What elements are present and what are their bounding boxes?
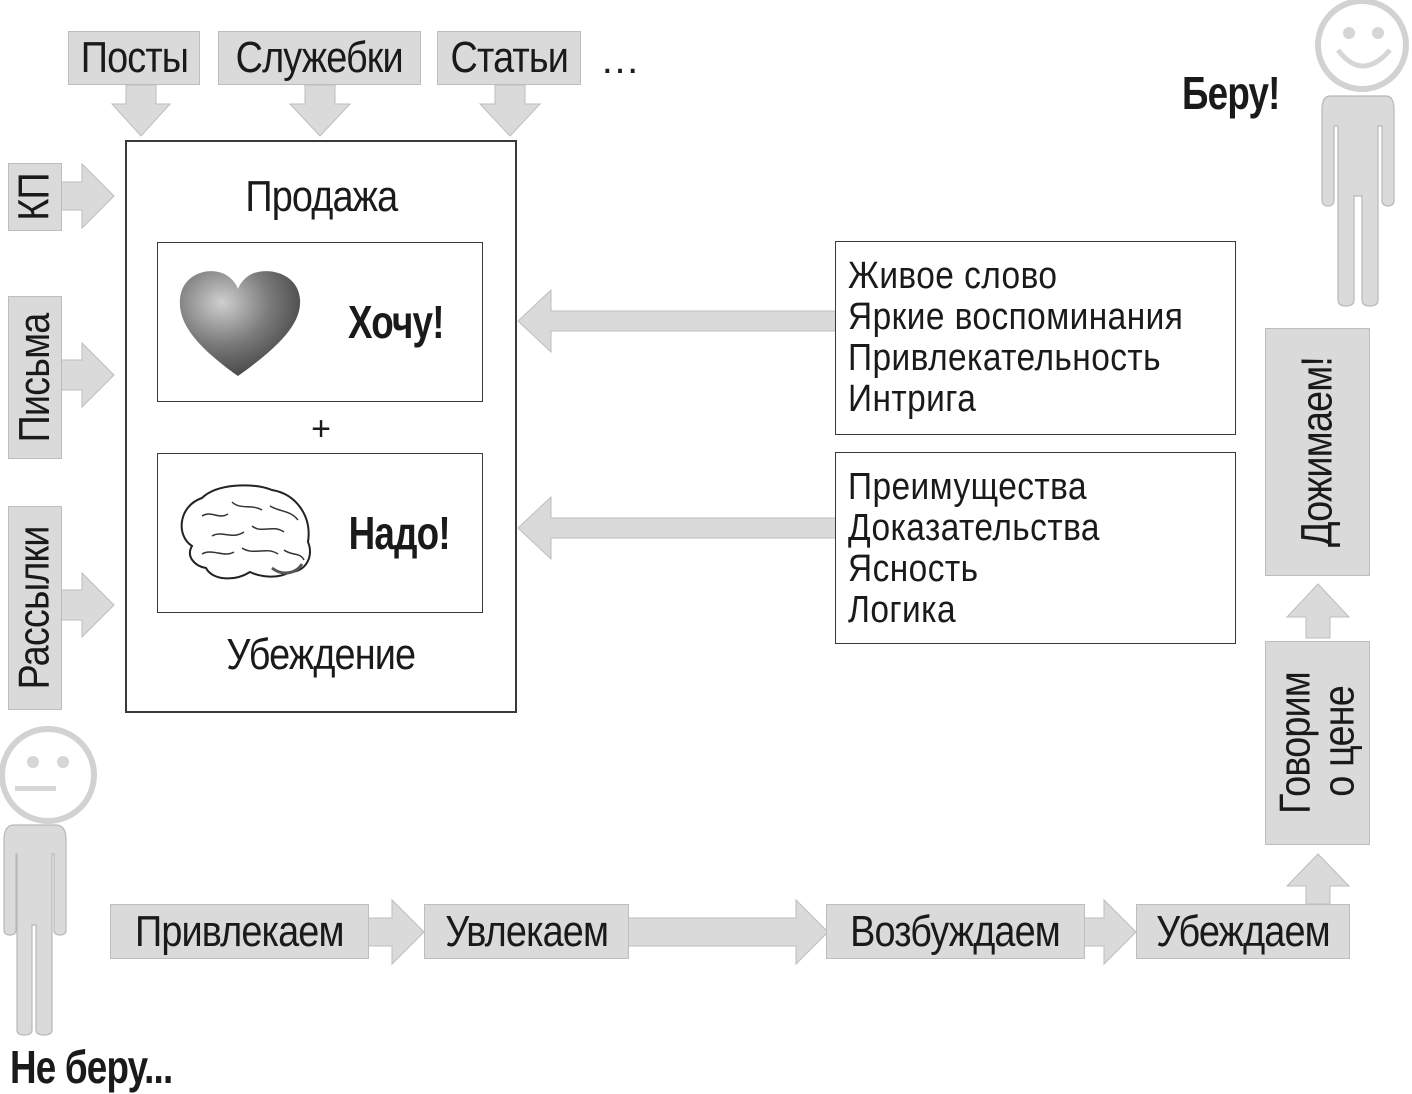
logic-box: Надо! bbox=[157, 453, 483, 613]
source-mailings-label: Рассылки bbox=[10, 526, 60, 690]
step-close: Дожимаем! bbox=[1265, 328, 1370, 576]
end-caption: Беру! bbox=[1182, 67, 1280, 119]
emotion-factor: Интрига bbox=[848, 378, 977, 420]
step-persuade-label: Убеждаем bbox=[1156, 906, 1331, 956]
source-kp-label: КП bbox=[10, 173, 60, 221]
logic-factor: Ясность bbox=[848, 548, 979, 590]
step-persuade: Убеждаем bbox=[1136, 904, 1350, 959]
sales-title: Продажа bbox=[245, 172, 398, 221]
emotion-factor: Живое слово bbox=[848, 255, 1058, 297]
arrow-left-emotion bbox=[517, 288, 837, 354]
arrow-down-memos bbox=[288, 84, 352, 137]
arrow-left-logic bbox=[517, 495, 837, 561]
source-articles: Статьи bbox=[437, 31, 581, 85]
step-attract: Привлекаем bbox=[110, 904, 369, 959]
logic-factors-box: Преимущества Доказательства Ясность Логи… bbox=[835, 452, 1236, 644]
person-end-icon bbox=[1315, 0, 1409, 307]
step-attract-label: Привлекаем bbox=[135, 906, 344, 956]
persuasion-title: Убеждение bbox=[226, 630, 417, 679]
arrow-down-articles bbox=[478, 84, 542, 137]
logic-label: Надо! bbox=[348, 507, 451, 559]
step-close-label: Дожимаем! bbox=[1292, 356, 1342, 548]
source-memos-label: Служебки bbox=[235, 33, 404, 82]
source-posts: Посты bbox=[68, 31, 200, 85]
source-letters-label: Письма bbox=[10, 313, 60, 442]
heart-icon bbox=[179, 271, 301, 376]
arrow-pipeline-1 bbox=[367, 898, 425, 966]
sales-frame: Продажа Хочу! + Надо! Убеждение bbox=[125, 140, 517, 713]
step-engage: Увлекаем bbox=[424, 904, 629, 959]
arrow-down-posts bbox=[110, 84, 172, 137]
arrow-right-letters bbox=[59, 341, 115, 409]
emotion-factor: Привлекательность bbox=[848, 337, 1162, 379]
more-sources-ellipsis: … bbox=[600, 38, 644, 82]
start-caption: Не беру... bbox=[10, 1041, 173, 1093]
emotion-factors-box: Живое слово Яркие воспоминания Привлекат… bbox=[835, 241, 1236, 435]
plus-sign: + bbox=[311, 410, 331, 448]
arrow-pipeline-2 bbox=[627, 898, 829, 966]
logic-factor: Преимущества bbox=[848, 466, 1088, 508]
arrow-up-price bbox=[1285, 853, 1351, 905]
source-kp: КП bbox=[8, 163, 62, 231]
emotion-label: Хочу! bbox=[347, 296, 445, 348]
step-excite-label: Возбуждаем bbox=[850, 906, 1062, 956]
arrow-right-mailings bbox=[59, 571, 115, 639]
source-mailings: Рассылки bbox=[8, 506, 62, 710]
brain-icon bbox=[180, 484, 311, 580]
emotion-box: Хочу! bbox=[157, 242, 483, 402]
source-posts-label: Посты bbox=[80, 33, 188, 82]
arrow-up-push bbox=[1285, 583, 1351, 639]
source-memos: Служебки bbox=[218, 31, 421, 85]
logic-factor: Доказательства bbox=[848, 507, 1100, 549]
step-engage-label: Увлекаем bbox=[445, 906, 609, 956]
logic-factor: Логика bbox=[848, 589, 957, 631]
arrow-right-kp bbox=[59, 162, 115, 230]
emotion-factor: Яркие воспоминания bbox=[848, 296, 1184, 338]
person-start-icon bbox=[0, 726, 97, 1036]
arrow-pipeline-3 bbox=[1083, 898, 1137, 966]
source-letters: Письма bbox=[8, 296, 62, 459]
step-excite: Возбуждаем bbox=[826, 904, 1085, 959]
source-articles-label: Статьи bbox=[450, 33, 568, 82]
